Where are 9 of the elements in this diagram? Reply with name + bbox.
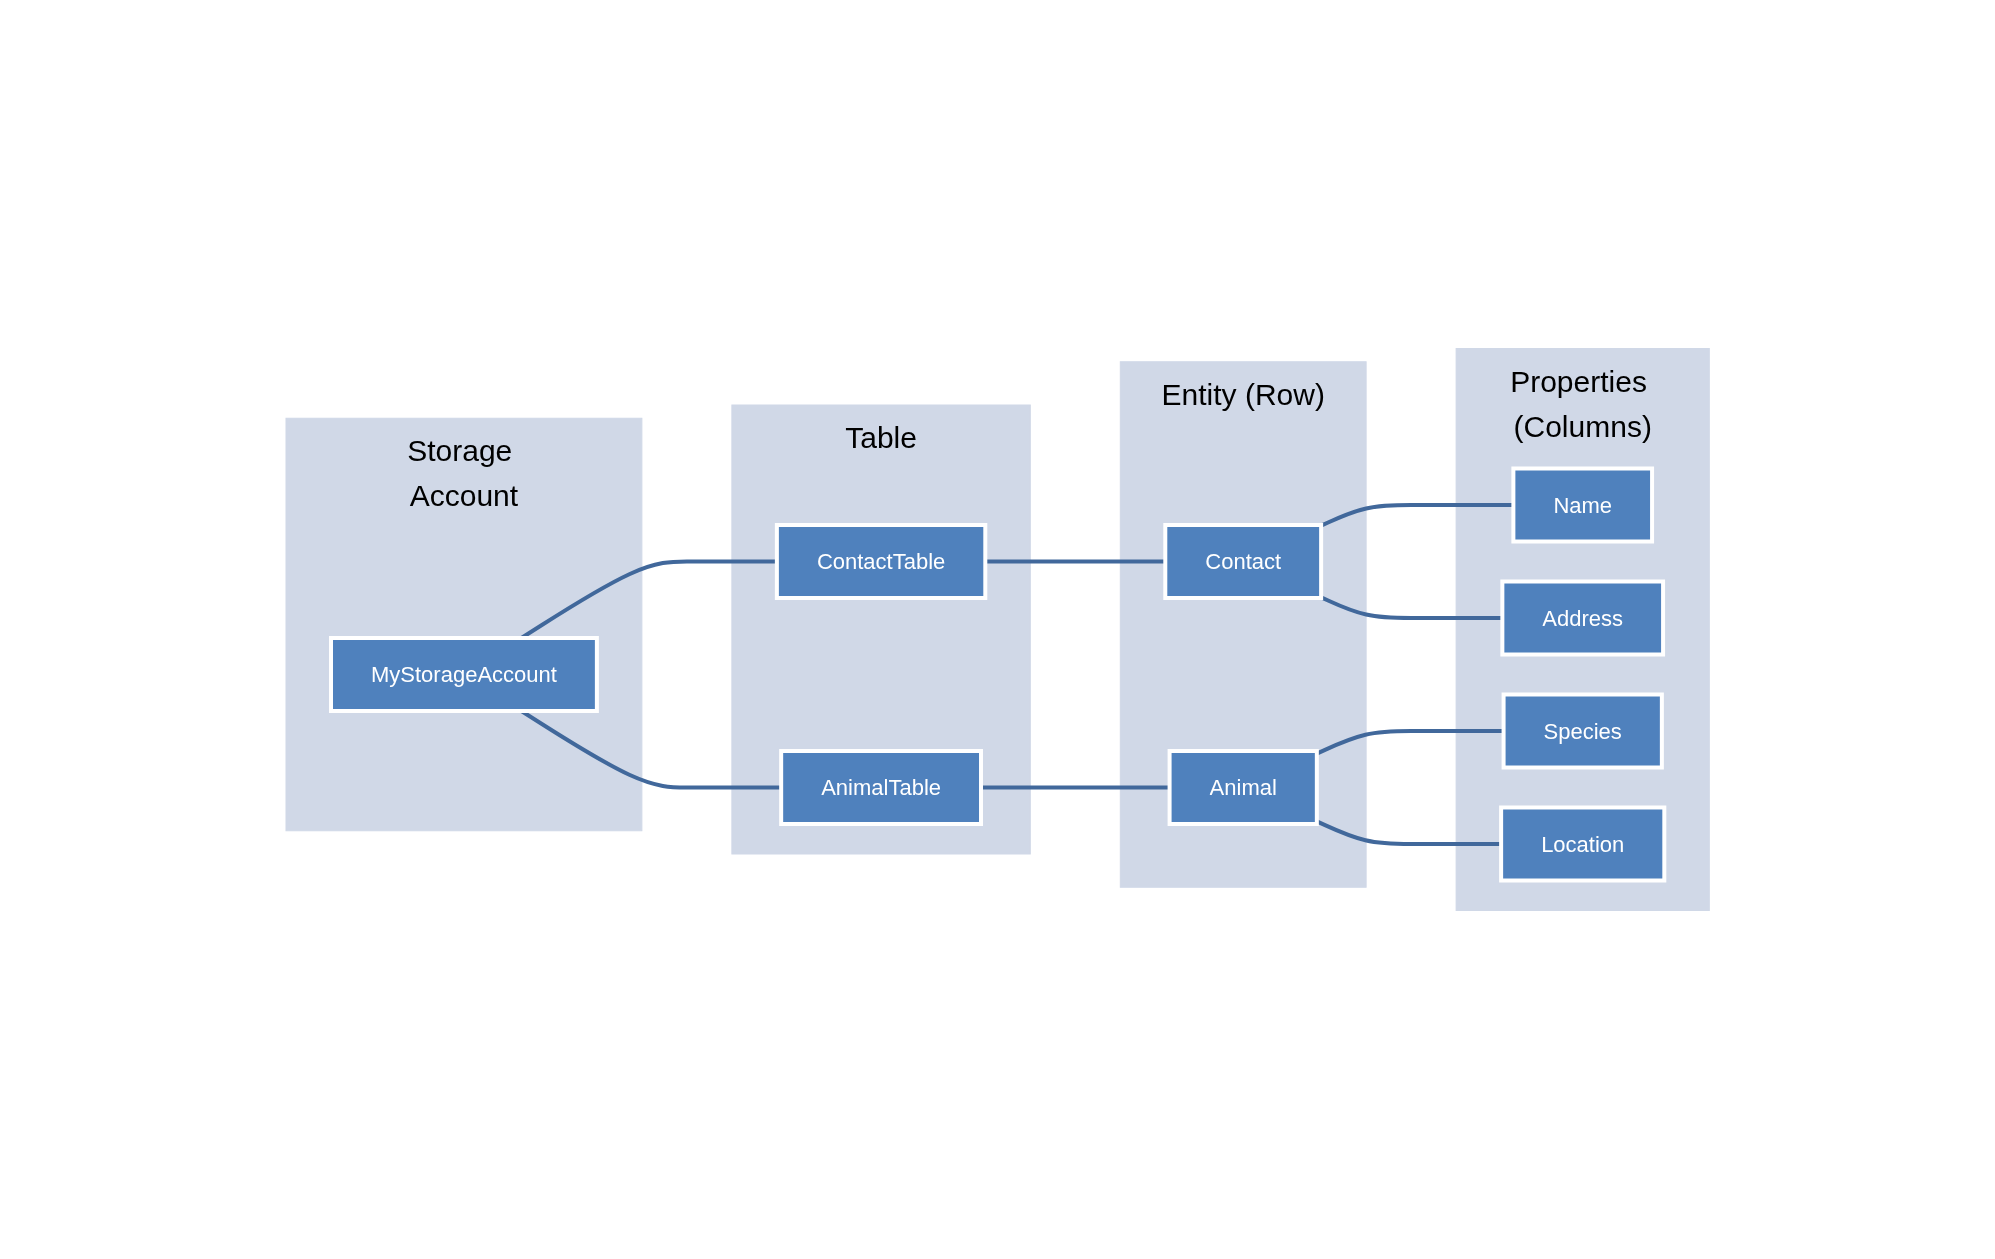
node-box: Contact [1163, 523, 1323, 600]
node-box: Location [1498, 805, 1667, 883]
node-box: Name [1511, 466, 1654, 544]
node-box: MyStorageAccount [328, 636, 599, 713]
node-box: Animal [1167, 749, 1319, 826]
node-box: Address [1500, 579, 1665, 657]
node-box: Species [1501, 692, 1664, 770]
node-box: ContactTable [774, 523, 988, 600]
node-box: AnimalTable [779, 749, 983, 826]
